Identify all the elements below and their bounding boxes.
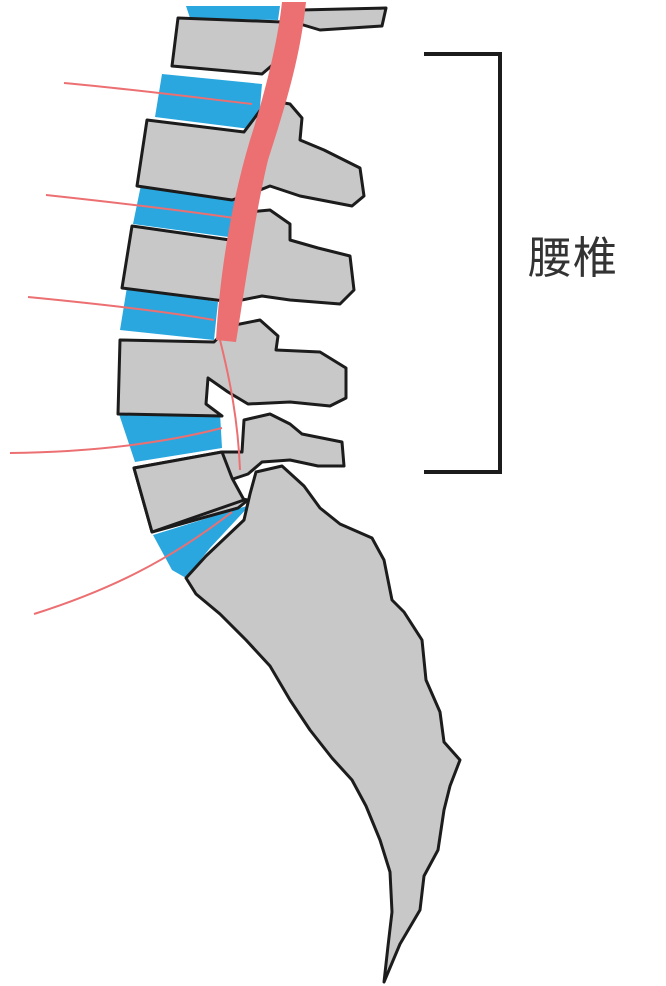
lumbar-label: 腰椎	[528, 222, 618, 286]
lumbar-bracket-icon	[424, 54, 500, 472]
vertebrae	[118, 8, 460, 982]
sacrum-coccyx	[186, 466, 460, 982]
